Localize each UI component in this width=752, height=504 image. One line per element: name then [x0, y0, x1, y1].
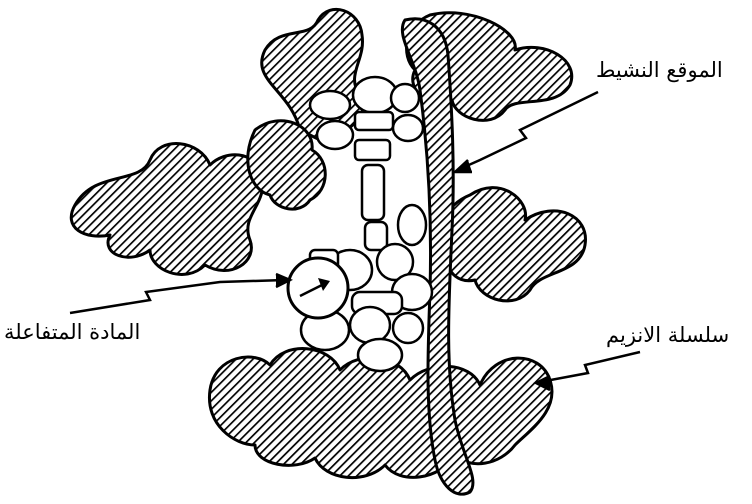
residue — [355, 140, 390, 160]
substrate-label: المادة المتفاعلة — [4, 320, 140, 344]
residue — [358, 339, 402, 371]
residue — [365, 222, 387, 250]
substrate — [288, 258, 348, 318]
residue — [391, 84, 419, 112]
substrate-pointer — [70, 274, 290, 313]
enzyme-chain-label: سلسلة الانزيم — [606, 323, 729, 347]
residue — [398, 205, 426, 245]
residue — [393, 115, 423, 141]
enzyme-fold-right — [443, 188, 586, 301]
residue — [310, 91, 350, 119]
residue — [350, 307, 390, 343]
residue — [393, 313, 423, 343]
residue — [317, 121, 353, 149]
residue — [362, 165, 384, 220]
enzyme-fold-left — [71, 144, 263, 275]
residue — [355, 112, 393, 130]
active-site-label: الموقع النشيط — [596, 58, 723, 82]
